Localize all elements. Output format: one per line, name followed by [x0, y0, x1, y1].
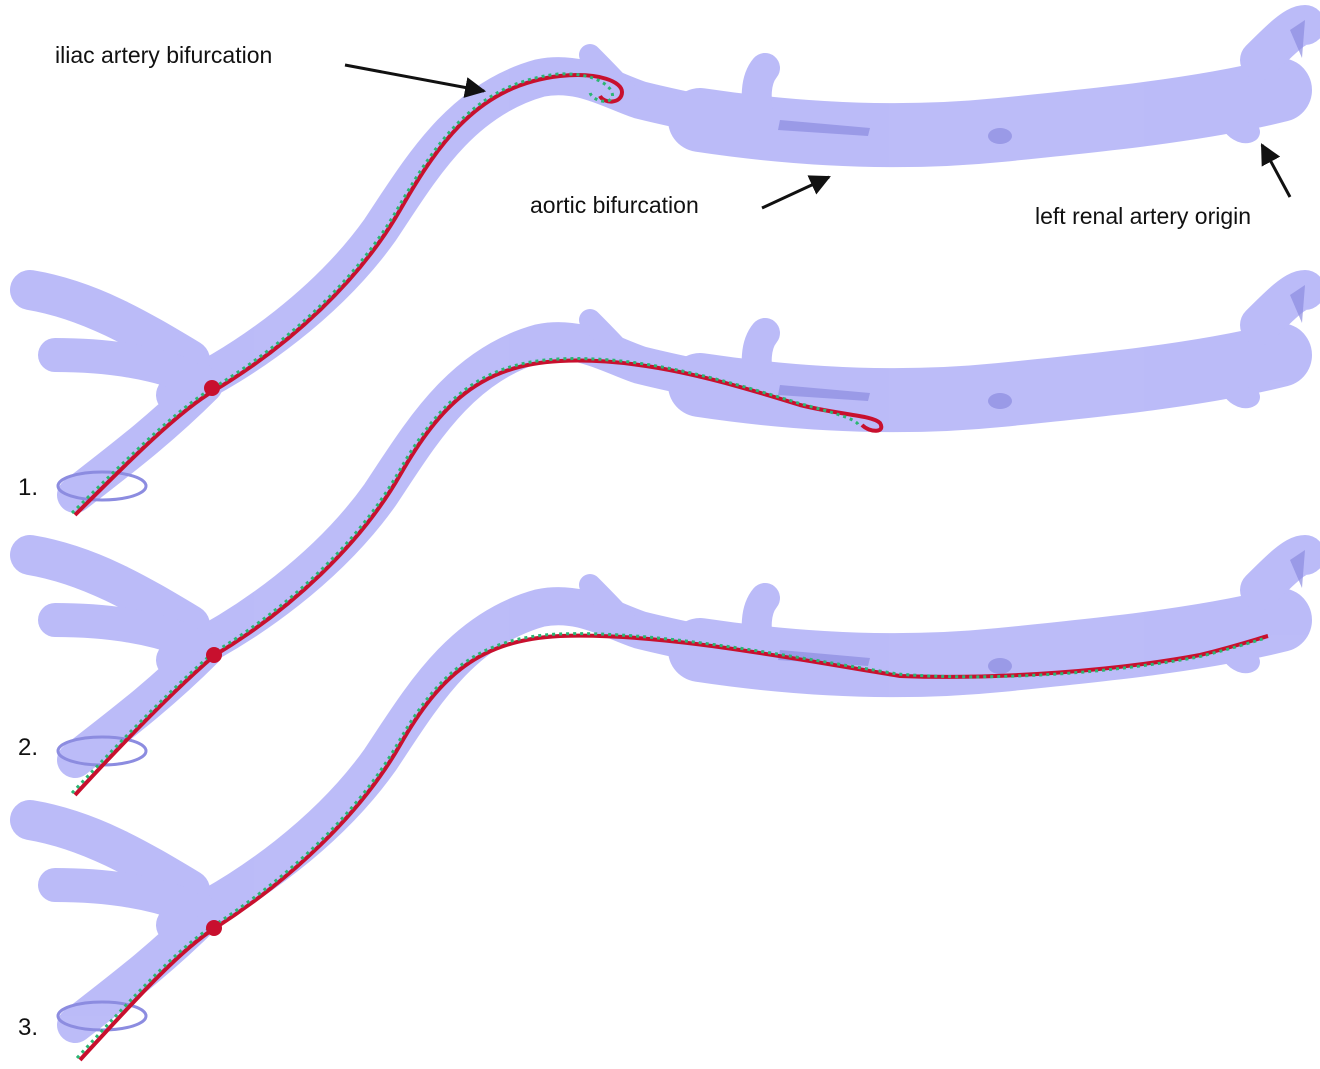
panel-label-3: 3. [18, 1014, 38, 1041]
panel-1: 1. [18, 20, 1305, 515]
catheter-model-path-3 [77, 634, 1266, 1058]
annotation-aortic-bifurcation: aortic bifurcation [530, 192, 699, 218]
catheter-path-2 [75, 361, 881, 795]
vessel-model-1 [30, 20, 1305, 500]
catheter-tip-marker-3 [206, 920, 222, 936]
catheter-path-3 [80, 636, 1268, 1060]
arrow-left-renal-origin [1262, 145, 1290, 197]
panel-label-1: 1. [18, 474, 38, 501]
annotation-left-renal-origin: left renal artery origin [1035, 203, 1251, 229]
arrow-iliac-bifurcation [345, 65, 484, 91]
arrow-aortic-bifurcation [762, 177, 829, 208]
annotation-iliac-bifurcation: iliac artery bifurcation [55, 42, 272, 68]
catheter-tip-marker-1 [204, 380, 220, 396]
panel-label-2: 2. [18, 734, 38, 761]
catheter-tip-marker-2 [206, 647, 222, 663]
